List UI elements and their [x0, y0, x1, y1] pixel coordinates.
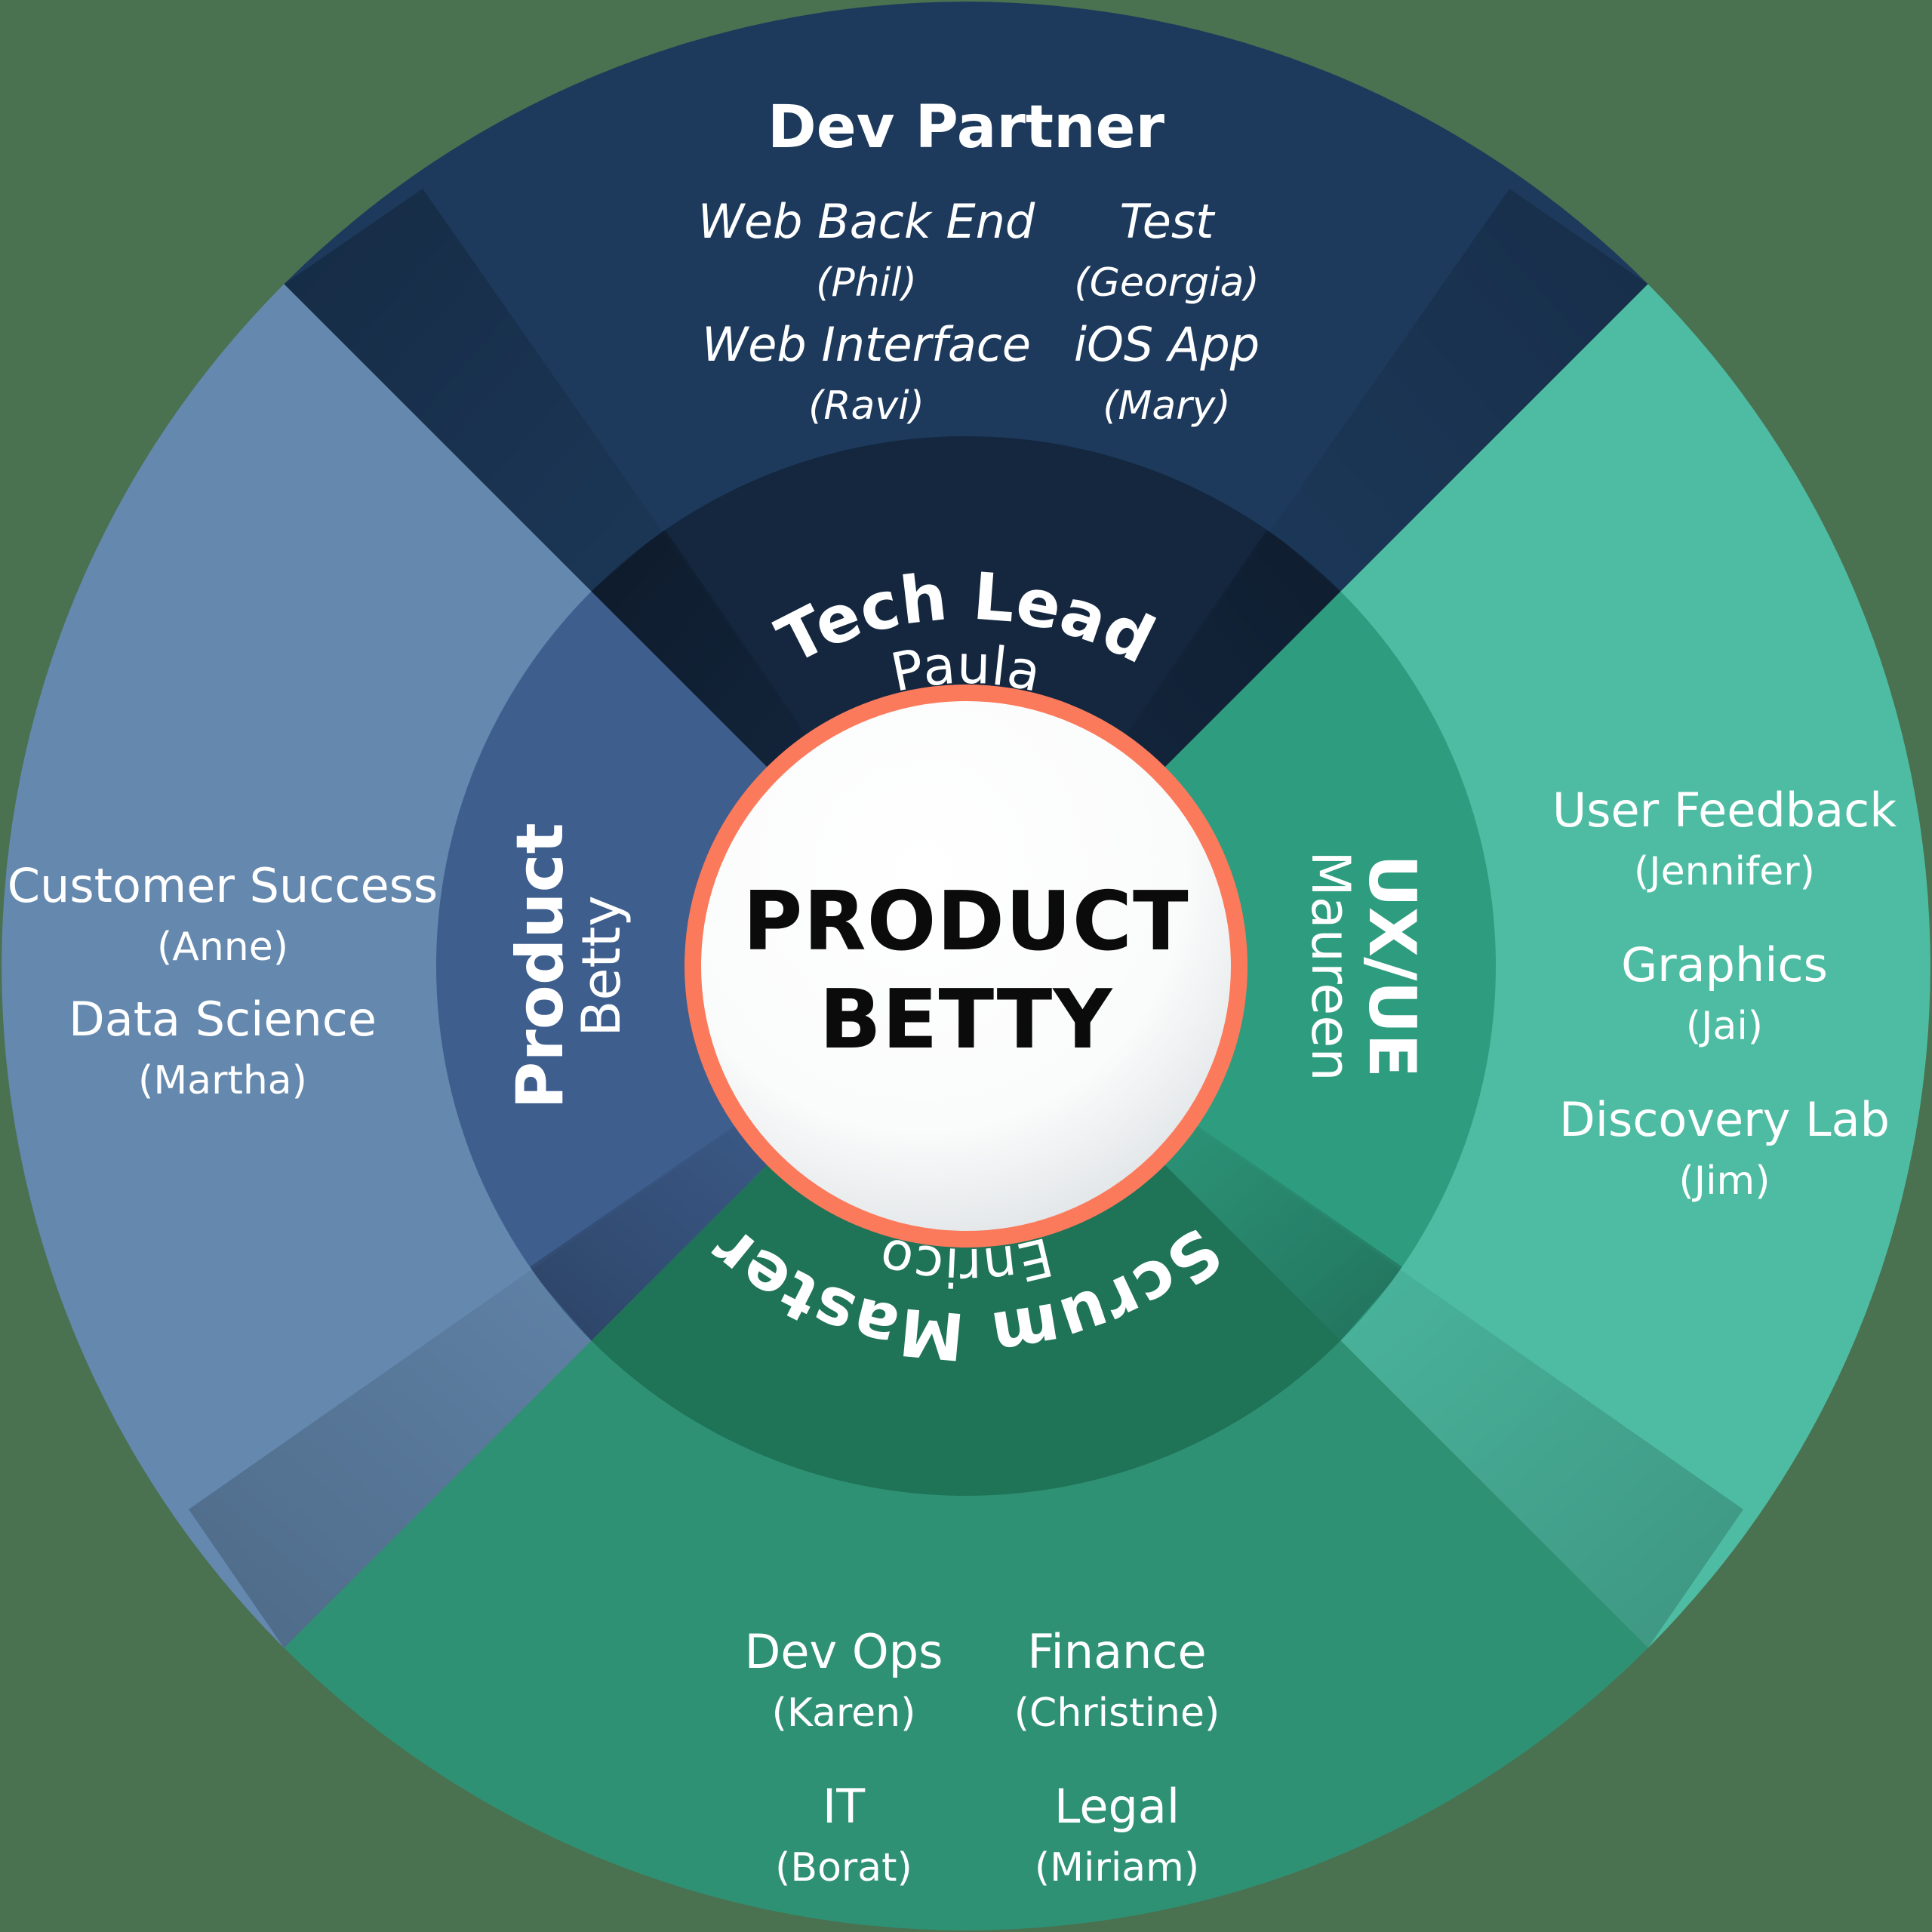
- center-title-line2: BETTY: [819, 973, 1113, 1067]
- sector-top-heading: Dev Partner: [768, 94, 1165, 162]
- member-person-graphics: (Jai): [1686, 1004, 1763, 1049]
- member-title-it: IT: [823, 1779, 866, 1834]
- member-title-ios-app: iOS App: [1074, 317, 1260, 372]
- member-person-discovery-lab: (Jim): [1678, 1158, 1770, 1204]
- arc-label-ux-ue: UX/UE: [1354, 854, 1429, 1078]
- member-title-customer-success: Customer Success: [8, 858, 438, 913]
- member-person-legal: (Miriam): [1035, 1845, 1199, 1890]
- member-title-graphics: Graphics: [1621, 937, 1828, 992]
- arc-person-ux-ue: Maureen: [1300, 851, 1361, 1081]
- member-title-discovery-lab: Discovery Lab: [1559, 1092, 1890, 1147]
- member-person-data-science: (Martha): [138, 1058, 307, 1103]
- member-title-web-back-end: Web Back End: [698, 194, 1035, 249]
- arc-label-product: Product: [503, 823, 578, 1109]
- member-title-finance: Finance: [1027, 1624, 1206, 1679]
- center-circle: [685, 685, 1247, 1247]
- member-person-finance: (Christine): [1014, 1690, 1220, 1736]
- member-person-web-back-end: (Phil): [816, 260, 917, 306]
- member-title-user-feedback: User Feedback: [1552, 783, 1897, 838]
- member-title-legal: Legal: [1054, 1779, 1180, 1834]
- member-title-dev-ops: Dev Ops: [745, 1624, 943, 1679]
- member-person-customer-success: (Anne): [157, 924, 288, 970]
- center-title-line1: PRODUCT: [743, 875, 1189, 969]
- quadrant-right: User Feedback (Jennifer) Graphics (Jai) …: [1300, 783, 1897, 1204]
- member-person-ios-app: (Mary): [1103, 383, 1230, 429]
- member-person-user-feedback: (Jennifer): [1634, 849, 1815, 894]
- member-title-data-science: Data Science: [69, 992, 377, 1047]
- member-title-test: Test: [1120, 194, 1217, 249]
- arc-person-product: Betty: [571, 895, 632, 1036]
- quadrant-left: Customer Success (Anne) Data Science (Ma…: [8, 823, 632, 1109]
- member-person-dev-ops: (Karen): [772, 1690, 916, 1736]
- member-person-web-interface: (Ravi): [808, 383, 924, 429]
- member-person-it: (Borat): [775, 1845, 912, 1890]
- center-hub: PRODUCT BETTY: [685, 685, 1247, 1247]
- member-person-test: (Georgia): [1074, 260, 1259, 306]
- member-title-web-interface: Web Interface: [702, 317, 1031, 372]
